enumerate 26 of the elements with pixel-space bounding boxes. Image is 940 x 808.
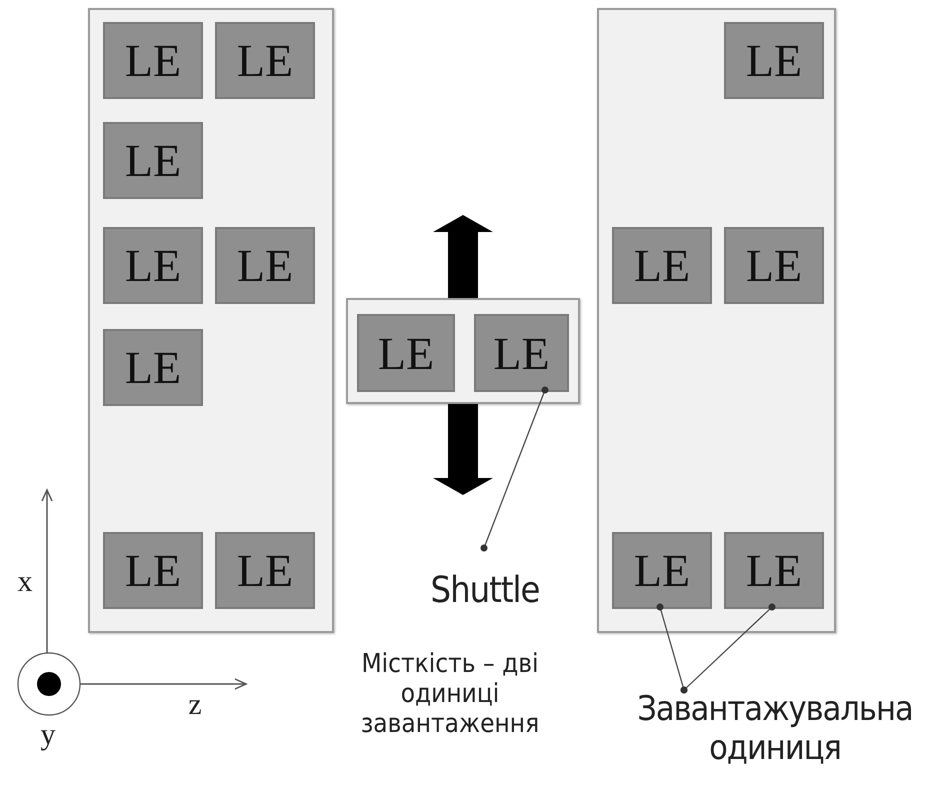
load-unit-box: LE: [103, 227, 203, 304]
load-unit-box: LE: [215, 532, 315, 609]
load-unit-box: LE: [612, 532, 712, 609]
load-unit-box: LE: [724, 22, 824, 99]
load-unit-box: LE: [103, 329, 203, 406]
load-unit-box: LE: [103, 532, 203, 609]
load-unit-box: LE: [724, 227, 824, 304]
rack-panel: [88, 8, 334, 633]
load-unit-box: LE: [103, 122, 203, 199]
load-unit-box: LE: [474, 314, 569, 392]
axis-label: x: [16, 565, 34, 599]
callout-text: Завантажувальна одиниця: [636, 690, 914, 768]
axis-label: y: [40, 718, 56, 752]
shuttle-carriage: [346, 298, 580, 404]
load-unit-box: LE: [215, 227, 315, 304]
note-text: Місткість – дві одиниці завантаження: [360, 650, 540, 740]
load-unit-box: LE: [357, 314, 455, 392]
axis-label: z: [187, 688, 203, 722]
load-unit-box: LE: [612, 227, 712, 304]
leader-line: [680, 604, 776, 694]
rack-panel: [597, 8, 836, 633]
leader-line: [480, 386, 548, 552]
load-unit-box: LE: [724, 532, 824, 609]
callout-text: Shuttle: [430, 570, 540, 612]
load-unit-box: LE: [103, 22, 203, 99]
load-unit-box: LE: [215, 22, 315, 99]
